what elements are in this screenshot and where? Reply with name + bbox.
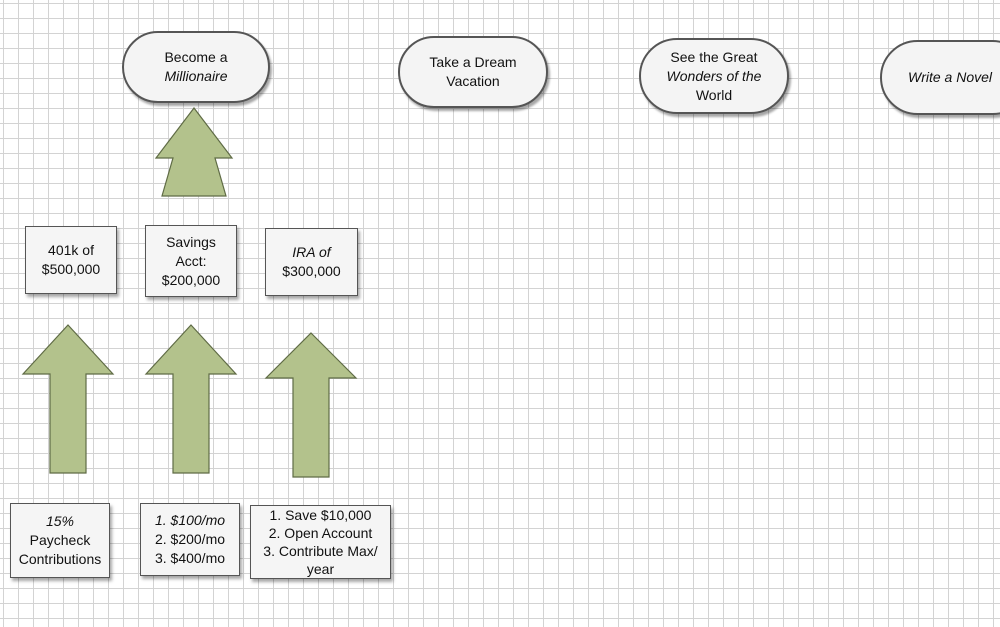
- milestone-text-line: $300,000: [282, 263, 341, 279]
- goal-dream-vacation[interactable]: Take a Dream Vacation: [398, 36, 548, 108]
- goal-text-line: Write a Novel: [908, 69, 993, 85]
- milestone-401k[interactable]: 401k of $500,000: [25, 226, 117, 294]
- action-text-line: 3. Contribute Max/: [263, 543, 378, 559]
- milestone-text-line: $200,000: [161, 271, 221, 288]
- action-text-line: year: [306, 561, 335, 577]
- goal-text-line: See the Great: [670, 48, 758, 65]
- action-text-line: 1. Save $10,000: [269, 507, 372, 523]
- action-text-line: Contributions: [18, 551, 102, 567]
- action-text-line: 15%: [45, 513, 75, 529]
- goal-text-line: Vacation: [446, 73, 500, 89]
- milestone-savings-acct[interactable]: Savings Acct: $200,000: [145, 225, 237, 297]
- action-text-line: Paycheck: [29, 532, 91, 548]
- milestone-text-line: $500,000: [41, 261, 101, 277]
- goal-write-novel[interactable]: Write a Novel: [880, 40, 1000, 115]
- action-text-line: 2. Open Account: [268, 525, 373, 541]
- action-ira-steps[interactable]: 1. Save $10,000 2. Open Account 3. Contr…: [250, 505, 391, 579]
- goal-text-line: Millionaire: [164, 68, 228, 84]
- milestone-text-line: 401k of: [48, 242, 94, 258]
- goal-great-wonders[interactable]: See the Great Wonders of the World: [639, 38, 789, 114]
- milestone-text-line: Acct:: [175, 252, 207, 269]
- action-text-line: 3. $400/mo: [154, 550, 226, 566]
- milestone-text-line: IRA of: [292, 244, 331, 260]
- up-arrow-ira: [263, 330, 359, 480]
- goal-text-line: Wonders of the: [666, 67, 762, 84]
- goal-text-line: World: [695, 86, 733, 103]
- milestone-text-line: Savings: [166, 233, 216, 250]
- action-monthly-savings[interactable]: 1. $100/mo 2. $200/mo 3. $400/mo: [140, 503, 240, 576]
- goal-text-line: Take a Dream: [429, 54, 517, 70]
- action-text-line: 2. $200/mo: [154, 531, 226, 547]
- goal-become-millionaire[interactable]: Become a Millionaire: [122, 31, 270, 103]
- action-text-line: 1. $100/mo: [154, 512, 226, 528]
- up-arrow-to-goal: [153, 106, 235, 198]
- goal-text-line: Become a: [164, 49, 228, 65]
- action-paycheck-contributions[interactable]: 15% Paycheck Contributions: [10, 503, 110, 578]
- up-arrow-savings: [143, 322, 239, 476]
- up-arrow-401k: [20, 322, 116, 476]
- milestone-ira[interactable]: IRA of $300,000: [265, 228, 358, 296]
